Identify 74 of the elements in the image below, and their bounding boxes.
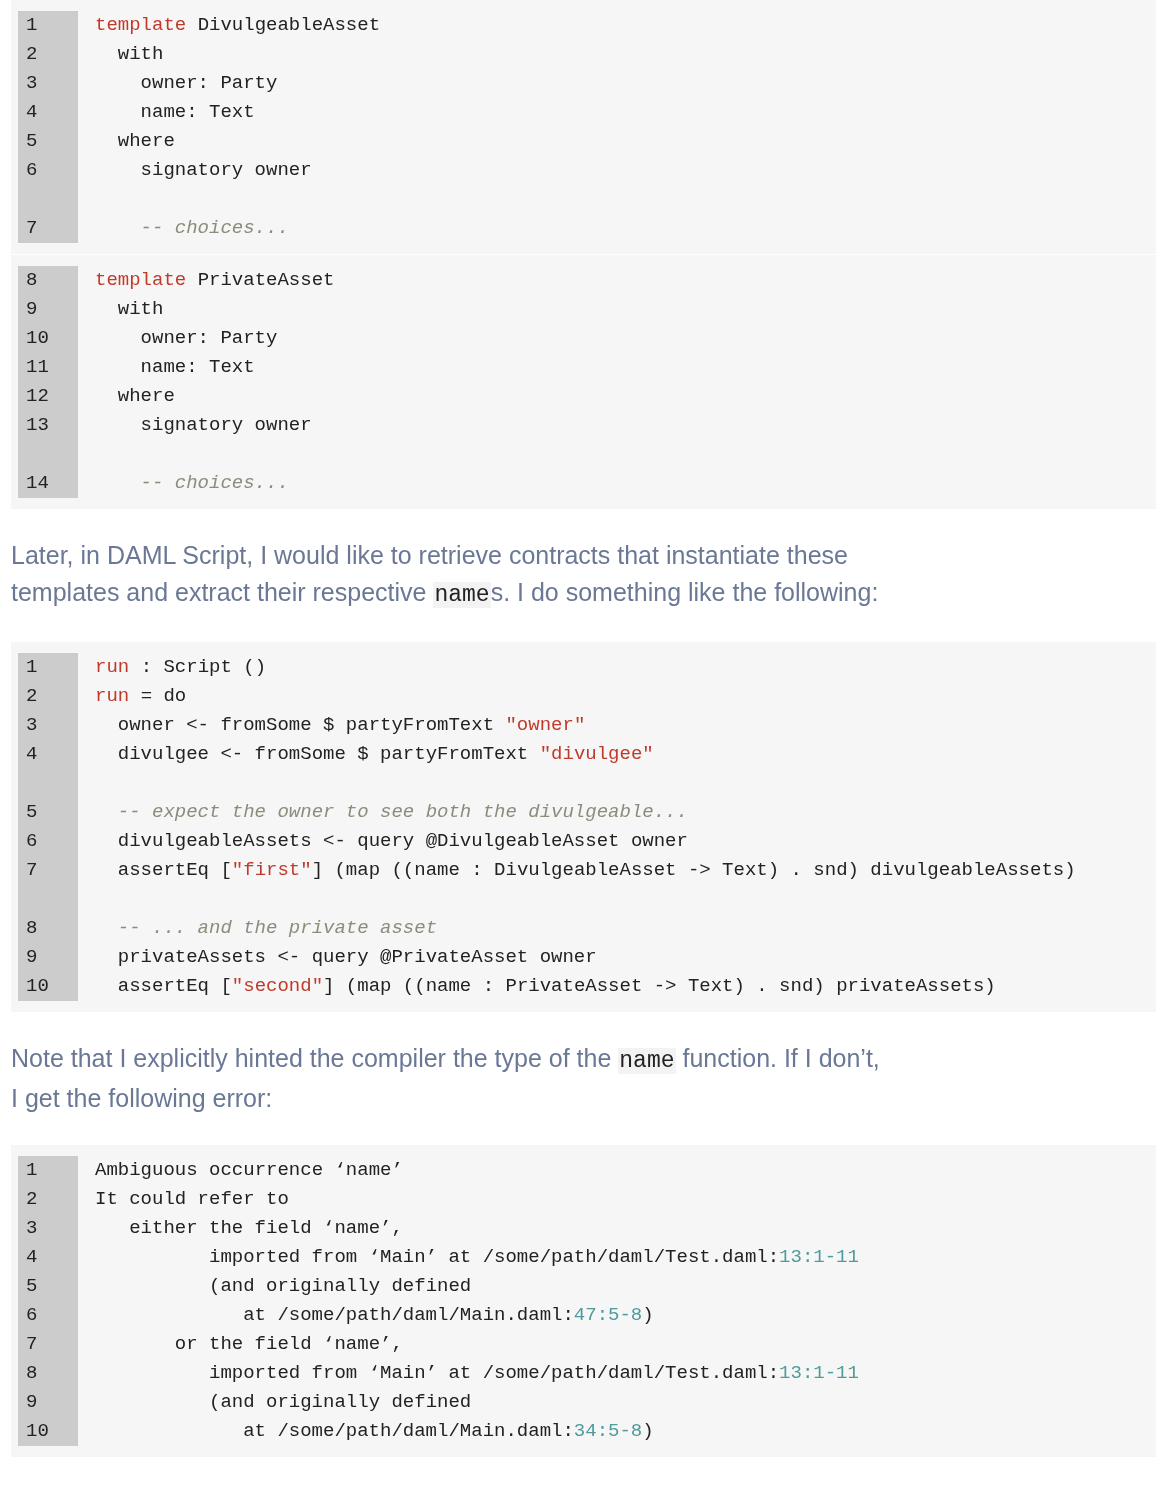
code-line: run = do (95, 685, 187, 708)
code-line: with (117, 298, 164, 321)
line-number: 5 (26, 129, 38, 155)
code-line: Ambiguous occurrence ‘name’ (95, 1159, 403, 1182)
line-number: 4 (26, 742, 38, 768)
code-line: divulgee <- fromSome $ partyFromText "divulgee" (117, 743, 654, 766)
code-block (11, 1145, 1156, 1457)
code-block (11, 255, 1156, 509)
line-number: 2 (26, 684, 38, 710)
paragraph: Note that I explicitly hinted the compiler the type of the name function. If I don’t, I get the following error: (11, 1043, 881, 1114)
line-number: 9 (26, 297, 38, 323)
line-number: 11 (26, 355, 49, 381)
line-number: 3 (26, 713, 38, 739)
code-line: template DivulgeableAsset (95, 14, 381, 37)
code-line: either the field ‘name’, (129, 1217, 403, 1240)
code-block (11, 0, 1156, 254)
line-number: 13 (26, 413, 49, 439)
line-number: 2 (26, 42, 38, 68)
line-number: 9 (26, 1390, 38, 1416)
code-line: or the field ‘name’, (174, 1333, 403, 1356)
line-number: 10 (26, 1419, 49, 1445)
line-number: 10 (26, 974, 49, 1000)
code-line: divulgeableAssets <- query @DivulgeableAsset owner (117, 830, 688, 853)
line-number: 3 (26, 71, 38, 97)
code-line: owner <- fromSome $ partyFromText "owner" (117, 714, 586, 737)
code-line: -- choices... (140, 472, 289, 495)
line-number: 12 (26, 384, 49, 410)
code-line: imported from ‘Main’ at /some/path/daml/Test.daml:13:1-11 (209, 1246, 859, 1269)
code-block (11, 642, 1156, 1012)
code-line: at /some/path/daml/Main.daml:47:5-8) (243, 1304, 654, 1327)
code-line: imported from ‘Main’ at /some/path/daml/Test.daml:13:1-11 (209, 1362, 859, 1385)
code-line: where (117, 130, 175, 153)
line-number: 7 (26, 216, 38, 242)
line-number: 8 (26, 916, 38, 942)
line-number: 8 (26, 268, 38, 294)
line-number: 9 (26, 945, 38, 971)
code-line: assertEq ["first"] (map ((name : DivulgeableAsset -> Text) . snd) divulgeableAssets) (117, 859, 1076, 882)
line-number: 1 (26, 13, 38, 39)
line-number: 7 (26, 858, 38, 884)
code-line: name: Text (140, 356, 255, 379)
line-number: 7 (26, 1332, 38, 1358)
code-line: -- choices... (140, 217, 289, 240)
line-number: 2 (26, 1187, 38, 1213)
code-line: It could refer to (95, 1188, 289, 1211)
code-line: with (117, 43, 164, 66)
code-line: signatory owner (140, 159, 312, 182)
line-number: 8 (26, 1361, 38, 1387)
line-number: 10 (26, 326, 49, 352)
line-number: 3 (26, 1216, 38, 1242)
code-line: template PrivateAsset (95, 269, 335, 292)
code-line: privateAssets <- query @PrivateAsset owner (117, 946, 597, 969)
line-number: 6 (26, 829, 38, 855)
code-line: run : Script () (95, 656, 267, 679)
code-line: assertEq ["second"] (map ((name : PrivateAsset -> Text) . snd) privateAssets) (117, 975, 996, 998)
line-number: 5 (26, 1274, 38, 1300)
code-line: where (117, 385, 175, 408)
line-number: 5 (26, 800, 38, 826)
code-line: (and originally defined (209, 1391, 472, 1414)
line-number: 1 (26, 655, 38, 681)
line-number: 14 (26, 471, 49, 497)
line-number: 6 (26, 158, 38, 184)
line-number: 4 (26, 1245, 38, 1271)
line-number: 1 (26, 1158, 38, 1184)
code-line: owner: Party (140, 72, 278, 95)
code-line: (and originally defined (209, 1275, 472, 1298)
code-line: signatory owner (140, 414, 312, 437)
paragraph: Later, in DAML Script, I would like to retrieve contracts that instantiate these templates and extract their respective names. I do something like the following: (11, 540, 880, 610)
code-line: owner: Party (140, 327, 278, 350)
code-line: at /some/path/daml/Main.daml:34:5-8) (243, 1420, 654, 1443)
code-line: name: Text (140, 101, 255, 124)
line-number: 6 (26, 1303, 38, 1329)
code-line: -- ... and the private asset (117, 917, 438, 940)
line-number: 4 (26, 100, 38, 126)
code-line: -- expect the owner to see both the divulgeable... (117, 801, 688, 824)
